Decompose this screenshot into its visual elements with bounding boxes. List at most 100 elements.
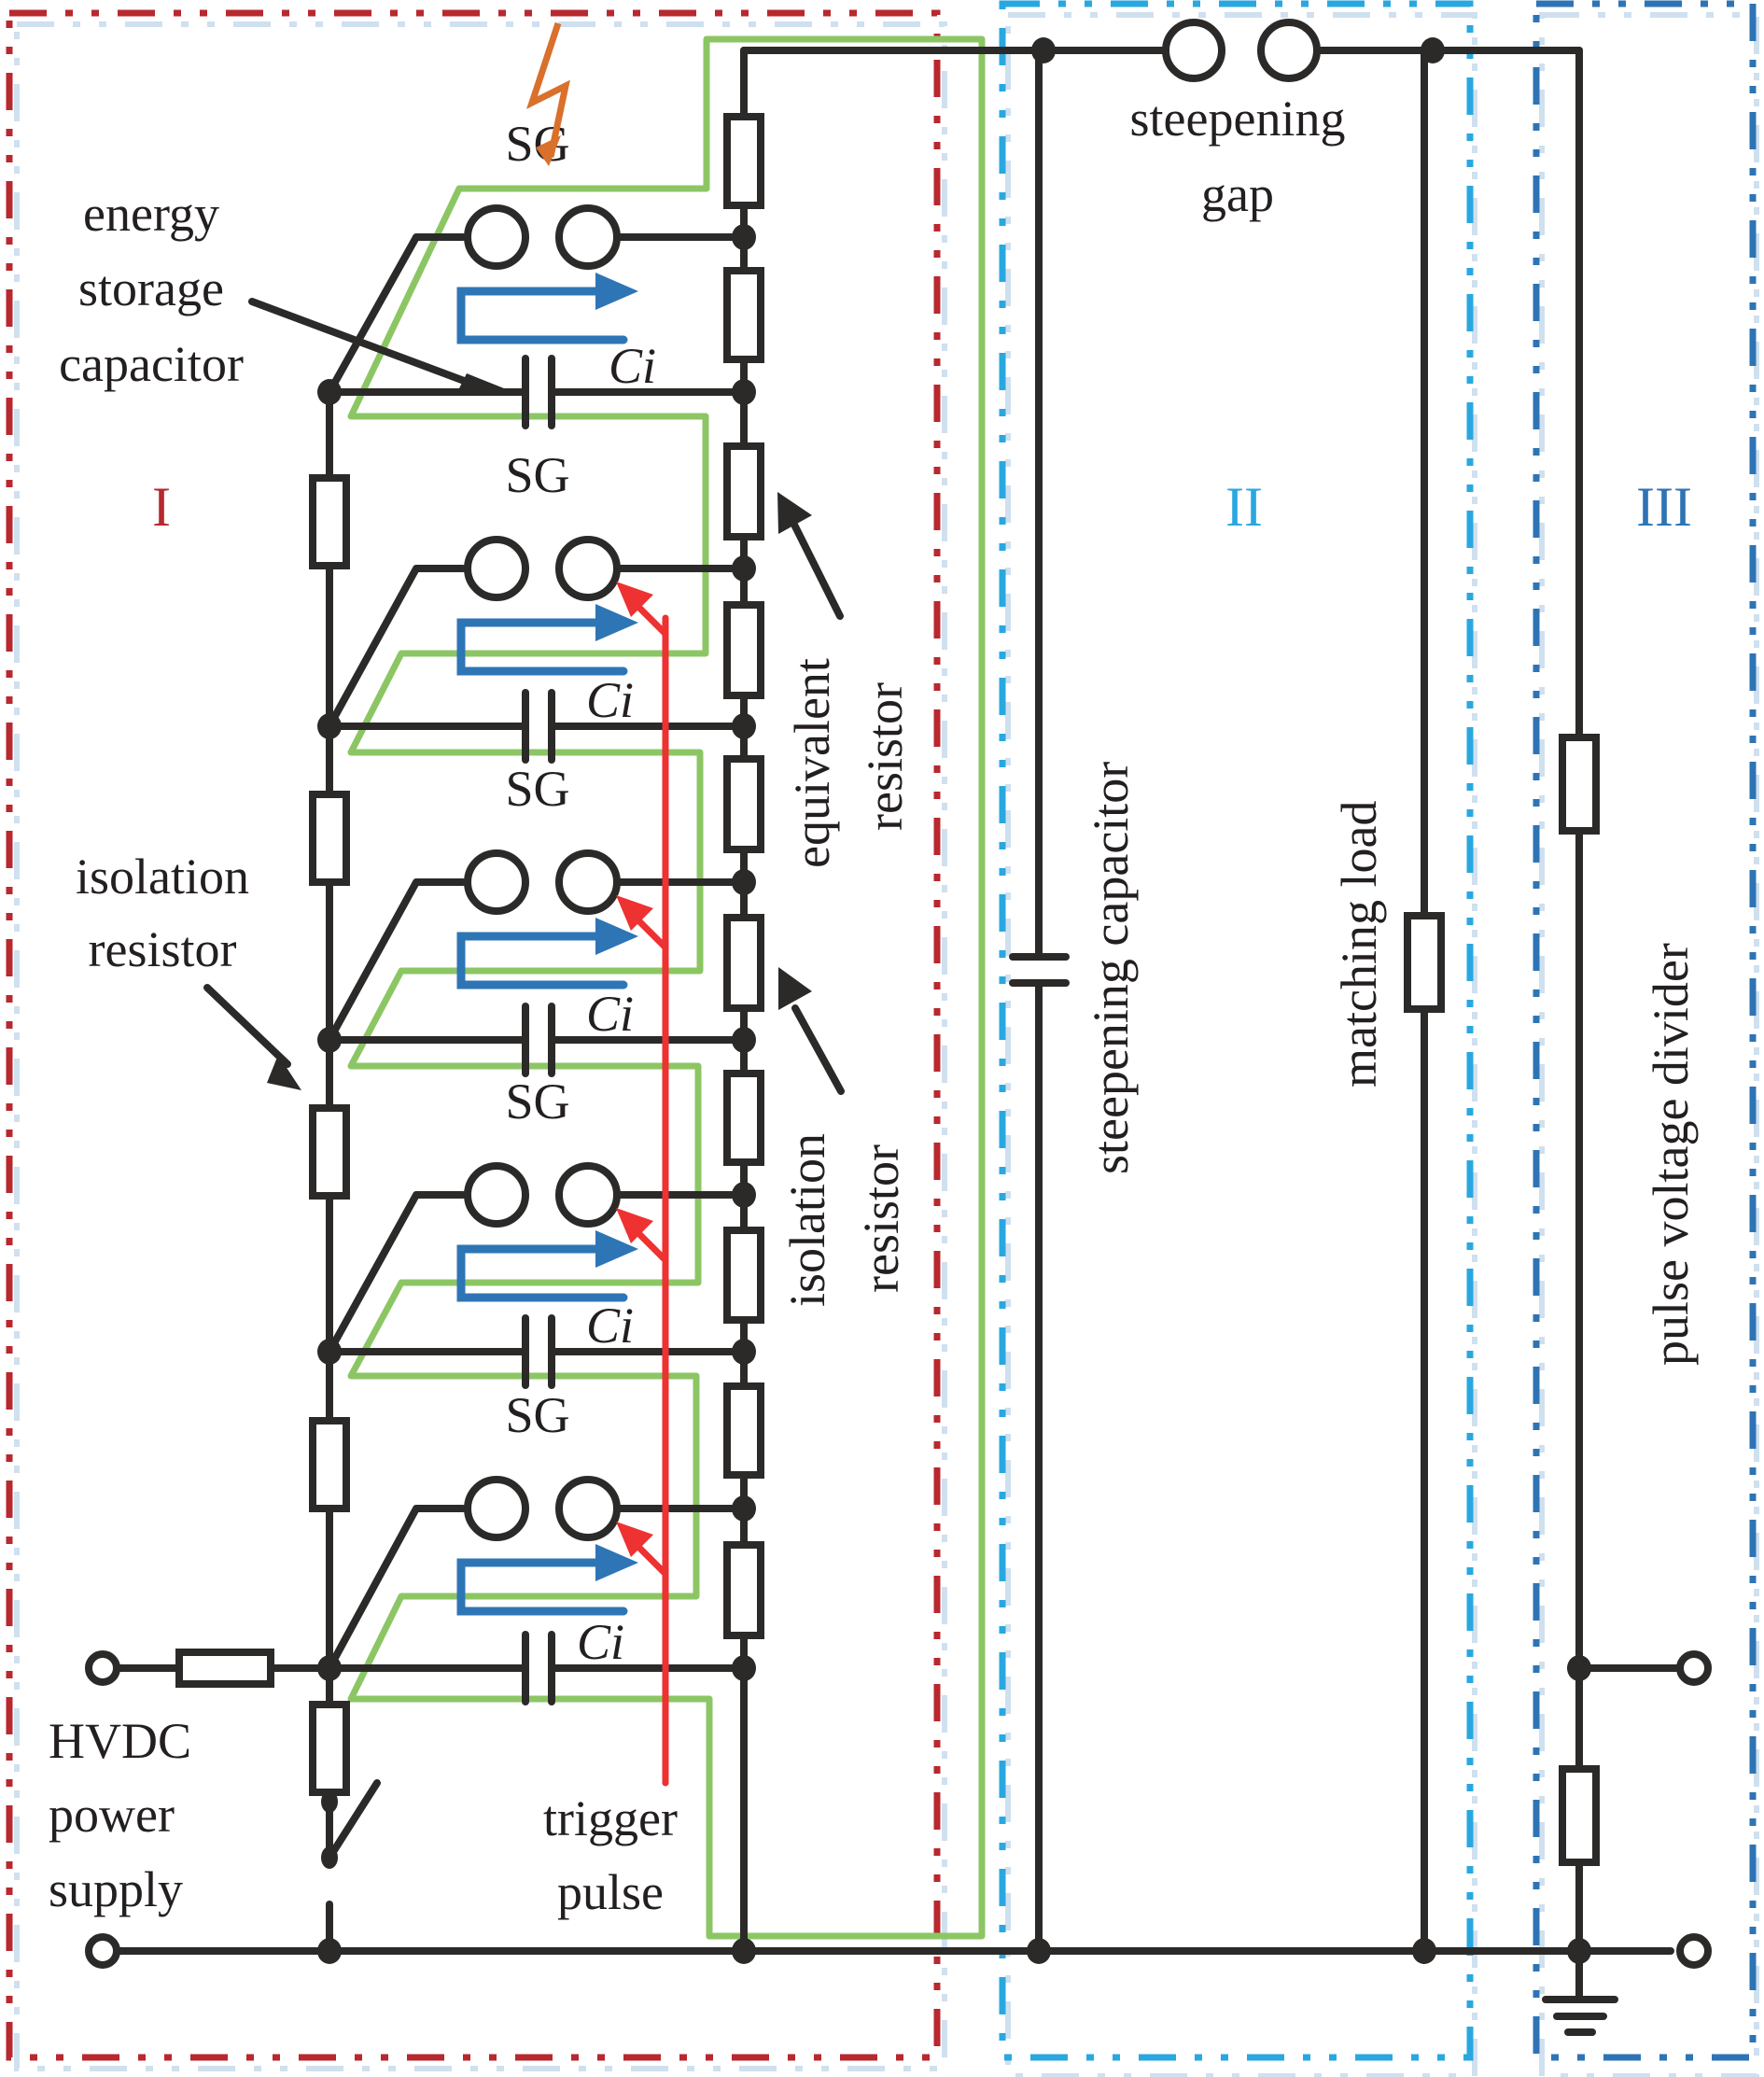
left-isolation-resistors (309, 474, 350, 1796)
hvdc-label-line2: power (49, 1787, 175, 1843)
region-II-frame-shadow (1005, 12, 1477, 2077)
current-flow-arrow (456, 618, 628, 676)
matching-load-resistor (1404, 912, 1445, 1013)
gap-feed-wire (326, 878, 467, 1044)
equivalent-resistor (723, 1541, 764, 1639)
arrowhead-icon (778, 967, 812, 1010)
pulse-voltage-divider-label: pulse voltage divider (1643, 943, 1699, 1366)
gap-feed-wire (326, 1191, 467, 1355)
junction-node (732, 224, 756, 250)
arrowhead-icon (616, 582, 653, 617)
isolation-resistor (309, 474, 350, 569)
arrowhead-icon (595, 604, 638, 641)
steepening-capacitor-label: steepening capacitor (1083, 762, 1139, 1174)
spark-gap-electrode-right (555, 536, 621, 601)
steepening-gap-electrode-right (1257, 19, 1321, 82)
junction-node (1031, 37, 1056, 63)
junction-node (732, 869, 756, 895)
isolation-resistor-right-label-line2: resistor (853, 1144, 909, 1293)
hvdc-label-line3: supply (49, 1861, 183, 1917)
capacitor-label: Ci (586, 672, 634, 728)
current-flow-arrow (456, 1244, 628, 1302)
arrowhead-icon (595, 1544, 638, 1581)
junction-node (732, 1027, 756, 1053)
junction-node (1567, 1655, 1591, 1681)
isolation-resistor (309, 1701, 350, 1796)
steepening-gap-label-line2: gap (1201, 166, 1274, 222)
trigger-arrows (616, 582, 669, 1578)
equivalent-resistor (723, 113, 764, 209)
isolation-resistor (309, 791, 350, 886)
gap-feed-wire (326, 565, 467, 730)
trigger-arrow (616, 895, 669, 951)
arrowhead-icon (595, 1230, 638, 1268)
current-flow-arrow (456, 1558, 628, 1616)
steepening-gap-label-line1: steepening (1130, 91, 1346, 147)
equivalent-resistor-label-line2: resistor (857, 682, 913, 831)
region-II-frame (999, 0, 1474, 2061)
spark-gap-electrode-left (464, 1162, 529, 1228)
arrowhead-icon (616, 1522, 653, 1557)
arrowhead-icon (595, 273, 638, 310)
arrowhead-icon (457, 373, 504, 392)
hvdc-label-line1: HVDC (49, 1713, 191, 1769)
spark-gap-electrode-right (555, 204, 621, 270)
isolation-resistor-pointer (203, 984, 291, 1068)
current-flow-arrow (456, 287, 628, 344)
arrowhead-icon (595, 918, 638, 955)
trigger-pulse-label-line2: pulse (557, 1864, 664, 1920)
junction-node (732, 555, 756, 582)
ground-icon (1542, 1996, 1618, 2036)
spark-gap-label: SG (505, 761, 569, 817)
isolation-resistor (309, 1104, 350, 1200)
capacitor-label: Ci (586, 1298, 634, 1354)
divider-low-resistor (1559, 1765, 1600, 1866)
trigger-pulse-label-line1: trigger (543, 1790, 678, 1846)
spark-gap-label: SG (505, 1074, 569, 1130)
isolation-resistor (309, 1417, 350, 1512)
marx-stage: SG Ci (317, 761, 756, 1077)
region-II-label: II (1225, 476, 1263, 538)
divider-output-terminal (1676, 1650, 1712, 1686)
junction-node (317, 1339, 342, 1365)
junction-node (732, 1339, 756, 1365)
trigger-arrow (616, 1522, 669, 1578)
spark-gap-label: SG (505, 1387, 569, 1443)
energy-storage-capacitor-label-line2: storage (78, 260, 224, 316)
equivalent-resistor (723, 1382, 764, 1479)
trigger-arrow (616, 582, 669, 638)
charging-switch (321, 1779, 381, 1869)
isolation-resistor-label-line1: isolation (76, 849, 249, 905)
equivalent-resistor-label-line1: equivalent (784, 658, 840, 868)
region-I-label: I (152, 476, 171, 538)
spark-gap-electrode-right (555, 1476, 621, 1541)
capacitor-label: Ci (609, 338, 656, 394)
hvdc-series-resistor (175, 1649, 274, 1688)
energy-storage-capacitor-label-line3: capacitor (59, 336, 244, 392)
annotation-labels: energy storage capacitor isolation resis… (49, 91, 1699, 1920)
equivalent-resistor (723, 1227, 764, 1324)
junction-node (1421, 37, 1445, 63)
isolation-resistor-label-line2: resistor (89, 921, 237, 977)
spark-gap-electrode-left (464, 204, 529, 270)
annotation-arrows (203, 298, 845, 1095)
equivalent-resistor (723, 442, 764, 540)
junction-node (317, 1655, 342, 1681)
capacitor-label: Ci (586, 986, 634, 1042)
current-flow-arrow (456, 932, 628, 989)
arrowhead-icon (777, 492, 812, 534)
marx-stage: SG Ci (317, 1074, 756, 1389)
junction-node (317, 1938, 342, 1964)
junction-node (732, 1182, 756, 1208)
equivalent-resistor (723, 267, 764, 363)
junction-node (1567, 1938, 1591, 1964)
lightning-icon (526, 21, 570, 166)
region-III-frame-shadow (1539, 12, 1759, 2077)
junction-node (732, 1655, 756, 1681)
junction-node (732, 713, 756, 739)
junction-node (1412, 1938, 1436, 1964)
arrowhead-icon (267, 1055, 301, 1090)
